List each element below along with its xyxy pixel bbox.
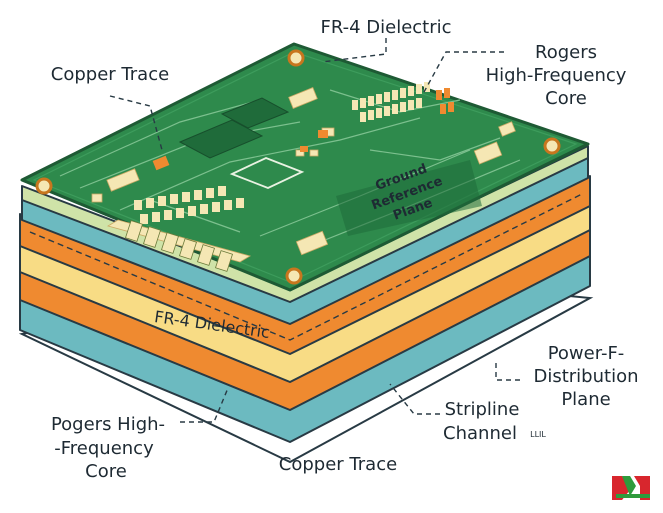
label-stripline-1: Stripline	[445, 399, 520, 420]
label-rogers-top-3: Core	[545, 88, 587, 109]
leader-power	[495, 362, 520, 381]
pad-grid-bottom	[134, 186, 244, 224]
label-stripline-tag: LLIL	[530, 430, 546, 439]
label-power-2: Distribution	[533, 366, 638, 387]
brand-logo-icon	[612, 476, 650, 500]
label-rogers-bottom-3: Core	[85, 461, 127, 482]
leader-rogers-top	[423, 51, 504, 93]
label-copper-top: Copper Trace	[51, 64, 169, 85]
leader-lines	[109, 38, 520, 423]
dashed-line-orange	[29, 193, 583, 341]
label-stripline-2: Channel	[443, 423, 517, 444]
edge-connector	[106, 219, 252, 272]
ground-plane-band	[336, 160, 482, 236]
label-copper-bottom: Copper Trace	[279, 454, 397, 475]
label-rogers-bottom-2: -Frequency	[54, 438, 154, 459]
orange-pads	[152, 130, 328, 171]
leader-rogers-bottom	[180, 387, 229, 423]
leader-copper-top	[109, 95, 163, 151]
ic-chips	[178, 97, 305, 189]
leader-fr4-top	[321, 38, 387, 63]
pad-grid-top-orange	[436, 88, 454, 114]
label-rogers-bottom-1: Pogers High-	[51, 414, 165, 435]
mounting-holes	[35, 49, 561, 285]
pad-grid-top	[352, 82, 430, 122]
label-power-3: Plane	[561, 389, 610, 410]
label-rogers-top-1: Rogers	[535, 42, 597, 63]
component-pads	[91, 87, 516, 256]
label-fr4-top: FR-4 Dielectric	[320, 17, 451, 38]
label-rogers-top-2: High-Frequency	[486, 65, 627, 86]
label-power-1: Power-F-	[548, 343, 625, 364]
